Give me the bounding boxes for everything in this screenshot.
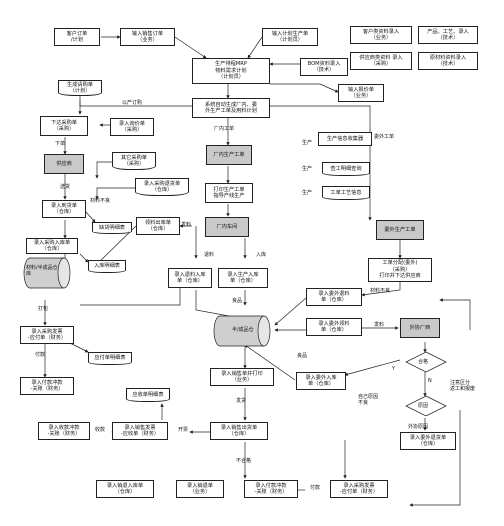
pack-label: 打包 [38, 306, 49, 312]
production-label-2: 生产 [302, 166, 313, 172]
quality-query-node: 查工明细查询 [322, 162, 370, 176]
supplier-node: 供应商 [44, 154, 84, 174]
inquiry-node: 录入询价单 （采购） [110, 118, 154, 136]
factory-workshop-node: 厂内车间 [205, 217, 249, 237]
prod-in-node: 录入生产入库 单（仓库） [218, 268, 268, 288]
receivable-detail-node: 应收单明细表 [126, 388, 170, 402]
note-label: 注意区分 返工和报废 [450, 380, 476, 392]
bad-material-label: 材料不良 [370, 288, 391, 294]
other-purchase-node: 其它采购单 （采购） [112, 152, 156, 170]
return-material-label: 退料 [204, 252, 215, 258]
supplier-info-node: 供应商类资料 录入 （采购） [350, 52, 412, 70]
sales-invoice-node: 录入销售发票 -应收单（财务） [112, 422, 168, 440]
system-auto-node: 系统自动生成厂内、委 外生产工单及用料计划 [192, 98, 270, 118]
yes-label: Y [392, 366, 396, 372]
return-in-node: 录入退料入库 单（仓库） [168, 268, 212, 288]
sales-return-in-node: 录入销退入库单 （仓库） [96, 480, 154, 498]
finished-warehouse-label: 半/成品仓 [232, 327, 254, 333]
factory-order-node: 厂内生产工单 [206, 145, 252, 165]
out-ship-node: 录入委外退货单 （仓库） [400, 432, 456, 450]
product-process-node: 产品、工艺、录入 （技术） [418, 26, 478, 44]
out-in-node: 录入委外入库 单（仓库） [296, 372, 346, 390]
input-plan-order-node: 输入计划生产单 （计划员） [262, 28, 318, 46]
outsource-order-label: 委外工单 [374, 134, 395, 140]
finished-warehouse-cylinder [213, 315, 271, 347]
outsource-reason-label: 外协原因 [408, 424, 429, 430]
material-info-node: 原材料资料录入 （技术） [418, 52, 478, 70]
purchase-invoice-node: 录入采购发票 -应付单（财务） [20, 326, 74, 344]
issue-label: 发料 [181, 222, 192, 228]
pay-voucher-node: 录入付款冲款 -关账（财务） [20, 377, 74, 395]
payable-detail-node: 应付单明细表 [88, 352, 132, 365]
out-issue-node: 录入委外领料 单（仓库） [306, 318, 362, 336]
in-detail-node: 入库明细表 [88, 260, 126, 273]
out-notice-node: 工单分配(委外) （采购） 打印并下达供应商 [368, 258, 432, 282]
customer-info-node: 客户类资料录入 （业务） [350, 26, 412, 44]
issue-down-label: 下单 [55, 141, 66, 147]
sales-return-node: 录入销退单 （业务） [176, 480, 224, 498]
deliver-label: 发货 [236, 398, 247, 404]
bad-label: 不合格 [236, 458, 252, 464]
good-label-2: 良品 [297, 353, 308, 359]
purchase-by-production-label: 以产订购 [122, 100, 143, 106]
pay-label-2: 付款 [310, 485, 321, 491]
qualified-label: 合格 [418, 359, 429, 365]
print-order-node: 打印生产工单 指导产线生产 [205, 183, 253, 203]
material-warehouse-cylinder [23, 257, 71, 289]
process-info-node: 工单工艺信息 [322, 186, 370, 200]
arrival-node: 录入到货单 （仓库） [42, 200, 86, 218]
own-reason-label: 自己原因 不良 [358, 394, 379, 406]
production-label-1: 生产 [302, 140, 313, 146]
purchase-in-node: 录入采购入库单 （仓库） [26, 238, 78, 254]
print-sales-out-node: 录入销售单并打印 （业务） [210, 368, 274, 386]
quote-node: 输入报价单 （业务） [338, 84, 384, 102]
ship-node: 录入销售出货单 （仓库） [210, 422, 268, 440]
shortage-detail-node: 缺货明细表 [92, 222, 132, 234]
good-label-1: 良品 [232, 298, 243, 304]
customer-order-node: 客户订单 /计划 [54, 28, 100, 46]
ship-goods-label: 送货 [60, 184, 71, 190]
receive-voucher-node: 录入收款冲款 -关账（财务） [38, 422, 90, 440]
material-issue-node: 领料出库单 （仓库） [136, 217, 180, 235]
prod-info-collect-node: 生产信息收集器 [318, 132, 372, 146]
input-sales-order-node: 输入销售订单 （业务） [120, 28, 175, 46]
decision-diamonds [405, 351, 447, 416]
invoice-label: 开票 [178, 427, 189, 433]
issue-purchase-node: 下达采购单 （采购） [40, 116, 88, 136]
receive-label: 收款 [95, 427, 106, 433]
outsource-order-node: 委外生产工单 [376, 220, 424, 240]
bom-node: BOM资料录入 （技术） [300, 58, 348, 76]
pay-voucher-2-node: 录入付款冲款 -关账（财务） [244, 480, 298, 498]
factory-order-label: 厂内工单 [214, 126, 235, 132]
reason-label: 原因 [418, 403, 429, 409]
purchase-invoice-2-node: 录入采购发票 -应付单（财务） [330, 480, 388, 498]
purchase-return-node: 录入采购退货单 （仓库） [135, 178, 189, 196]
gen-purchase-node: 生成请购单 （计划） [58, 80, 102, 96]
out-plant-node: 外协厂商 [400, 318, 440, 338]
mrp-node: 生产排程MRP 物料需求计划 （计划员） [192, 58, 270, 84]
out-return-node: 录入委外退料 单（仓库） [306, 288, 362, 306]
material-warehouse-label: 材料/半成品仓 库 [26, 265, 58, 277]
pay-label-1: 付款 [35, 352, 46, 358]
production-label-3: 生产 [302, 190, 313, 196]
issue-label-2: 发料 [374, 322, 385, 328]
in-stock-label: 入库 [256, 252, 267, 258]
no-label: N [428, 378, 432, 384]
material-short-label: 材料不良 [90, 198, 111, 204]
